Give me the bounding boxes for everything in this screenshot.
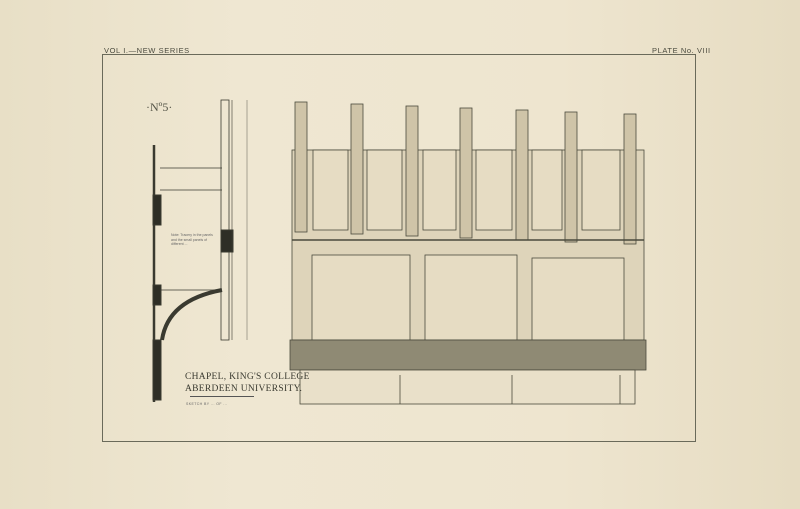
caption-rule bbox=[190, 396, 254, 397]
caption-title: CHAPEL, KING'S COLLEGE bbox=[185, 372, 310, 382]
section-drawing bbox=[152, 99, 248, 402]
drawing-number: ·Nº5· bbox=[146, 100, 173, 114]
pinnacles bbox=[294, 101, 637, 245]
screen-elevation bbox=[289, 101, 647, 405]
drawing-note: Note: Tracery in the panels and the smal… bbox=[171, 233, 213, 246]
caption-subtitle: ABERDEEN UNIVERSITY. bbox=[185, 384, 303, 394]
lower-tracery-panels bbox=[311, 254, 625, 341]
upper-tracery-panels bbox=[312, 149, 621, 231]
caption-credit: SKETCH BY ... OF ... bbox=[186, 402, 228, 406]
plate-number: PLATE No. VIII bbox=[652, 46, 711, 55]
volume-header: VOL I.—NEW SERIES bbox=[104, 46, 190, 55]
plate-frame bbox=[102, 54, 696, 442]
